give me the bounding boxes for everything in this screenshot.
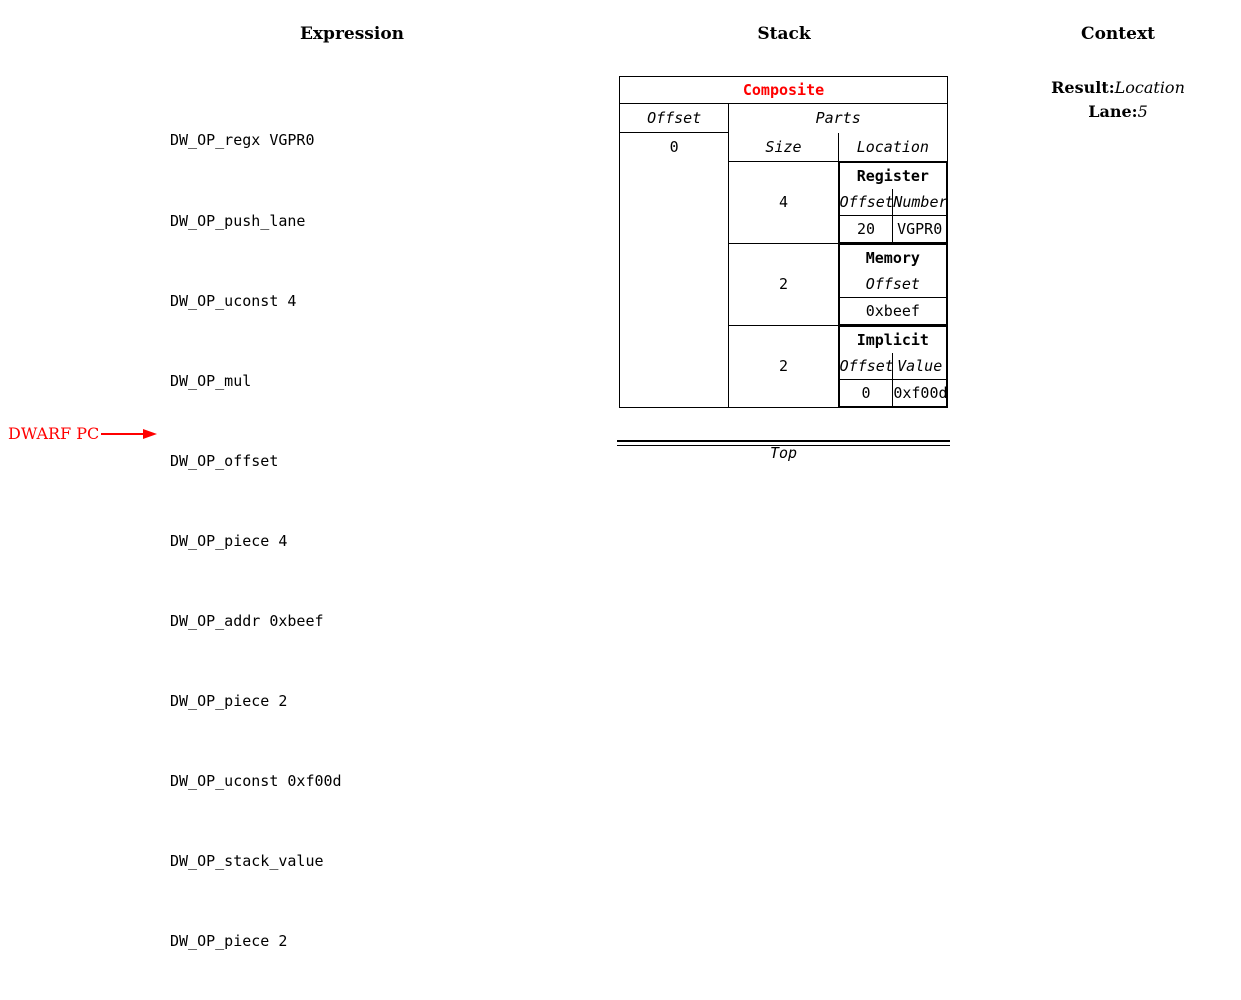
part-size: 4 xyxy=(728,161,839,244)
expression-listing: DW_OP_regx VGPR0 DW_OP_push_lane DW_OP_u… xyxy=(170,74,342,1000)
location-value-number: VGPR0 xyxy=(897,219,943,238)
expression-line: DW_OP_push_lane xyxy=(170,211,306,230)
column-heading-context: Context xyxy=(1081,24,1155,44)
stack-base-rule xyxy=(617,440,950,446)
dwarf-pc-label: DWARF PC xyxy=(8,424,100,443)
table-row-offset-parts-header: Offset Parts xyxy=(619,103,948,133)
expression-line: DW_OP_offset xyxy=(170,451,279,470)
location-value-offset: 0 xyxy=(839,379,894,406)
expression-line: DW_OP_piece 2 xyxy=(170,692,288,711)
expression-line: DW_OP_piece 2 xyxy=(170,932,288,951)
table-row: Offset Value xyxy=(839,352,947,380)
composite-title: Composite xyxy=(619,76,948,104)
location-value-value: 0xf00d xyxy=(893,383,948,402)
location-kind: Memory xyxy=(865,248,920,267)
part-location: Memory Offset 0xbeef xyxy=(838,243,948,326)
table-row: Register xyxy=(839,162,946,189)
location-value-offset: 20 xyxy=(839,215,894,242)
table-row-part: 2 Implicit Offset Value 0 0xf00d xyxy=(620,325,948,407)
table-row-part: 2 Memory Offset 0xbeef xyxy=(620,243,948,326)
table-row-composite-title: Composite xyxy=(619,76,948,104)
expression-line: DW_OP_addr 0xbeef xyxy=(170,611,324,630)
table-row: 0 0xf00d xyxy=(839,379,948,406)
part-location: Implicit Offset Value 0 0xf00d xyxy=(838,325,948,407)
stack-top-label: Top xyxy=(769,444,798,462)
stack-table: Composite Offset Parts 0 Size Location 4… xyxy=(619,76,948,408)
expression-line: DW_OP_piece 4 xyxy=(170,531,288,550)
context-key: Result: xyxy=(1051,78,1115,97)
location-header-offset: Offset xyxy=(839,352,894,380)
location-kind: Register xyxy=(856,166,929,185)
table-row: 0xbeef xyxy=(839,297,946,324)
header-size: Size xyxy=(728,132,839,162)
part-location: Register Offset Number 20 VGPR0 xyxy=(838,161,948,244)
table-row: 20 VGPR0 xyxy=(839,215,946,242)
column-heading-stack: Stack xyxy=(757,24,811,44)
location-memory-table: Memory Offset 0xbeef xyxy=(838,243,947,325)
expression-line: DW_OP_uconst 0xf00d xyxy=(170,772,342,791)
expression-line: DW_OP_stack_value xyxy=(170,852,324,871)
dwarf-pc-marker: DWARF PC xyxy=(8,424,159,443)
expression-line: DW_OP_uconst 4 xyxy=(170,291,297,310)
part-size: 2 xyxy=(728,325,839,407)
context-value: 5 xyxy=(1137,102,1148,121)
context-entry-result: Result:Location xyxy=(1000,76,1236,100)
location-header-value: Value xyxy=(892,352,947,380)
location-header-number: Number xyxy=(892,188,948,216)
location-register-table: Register Offset Number 20 VGPR0 xyxy=(838,161,948,243)
column-heading-expression: Expression xyxy=(299,24,405,44)
table-row-part: 4 Register Offset Number 20 VGPR0 xyxy=(620,161,948,244)
header-location: Location xyxy=(838,132,948,162)
location-implicit-table: Implicit Offset Value 0 0xf00d xyxy=(838,325,948,407)
arrow-right-icon xyxy=(101,428,159,440)
header-offset: Offset xyxy=(619,103,730,133)
context-panel: Result:Location Lane:5 xyxy=(1000,76,1236,124)
context-key: Lane: xyxy=(1088,102,1138,121)
table-row: Implicit xyxy=(839,326,946,353)
header-parts: Parts xyxy=(815,109,861,128)
diagram-canvas: Expression Stack Context DW_OP_regx VGPR… xyxy=(8,24,1236,950)
table-row: Memory xyxy=(839,244,946,271)
part-size: 2 xyxy=(728,243,839,326)
offset-value: 0 xyxy=(619,132,730,407)
stack-table-wrapper: Composite Offset Parts 0 Size Location 4… xyxy=(619,76,948,408)
table-row: Offset xyxy=(839,270,947,298)
expression-line: DW_OP_mul xyxy=(170,371,252,390)
table-row: Offset Number xyxy=(839,188,948,216)
location-value-offset: 0xbeef xyxy=(865,301,920,320)
location-kind: Implicit xyxy=(856,330,929,349)
expression-line: DW_OP_regx VGPR0 xyxy=(170,131,315,150)
context-entry-lane: Lane:5 xyxy=(1000,100,1236,124)
table-row-size-location-header: 0 Size Location xyxy=(619,132,948,407)
location-header-offset: Offset xyxy=(839,188,894,216)
location-header-offset: Offset xyxy=(839,270,947,298)
context-value: Location xyxy=(1114,78,1185,97)
